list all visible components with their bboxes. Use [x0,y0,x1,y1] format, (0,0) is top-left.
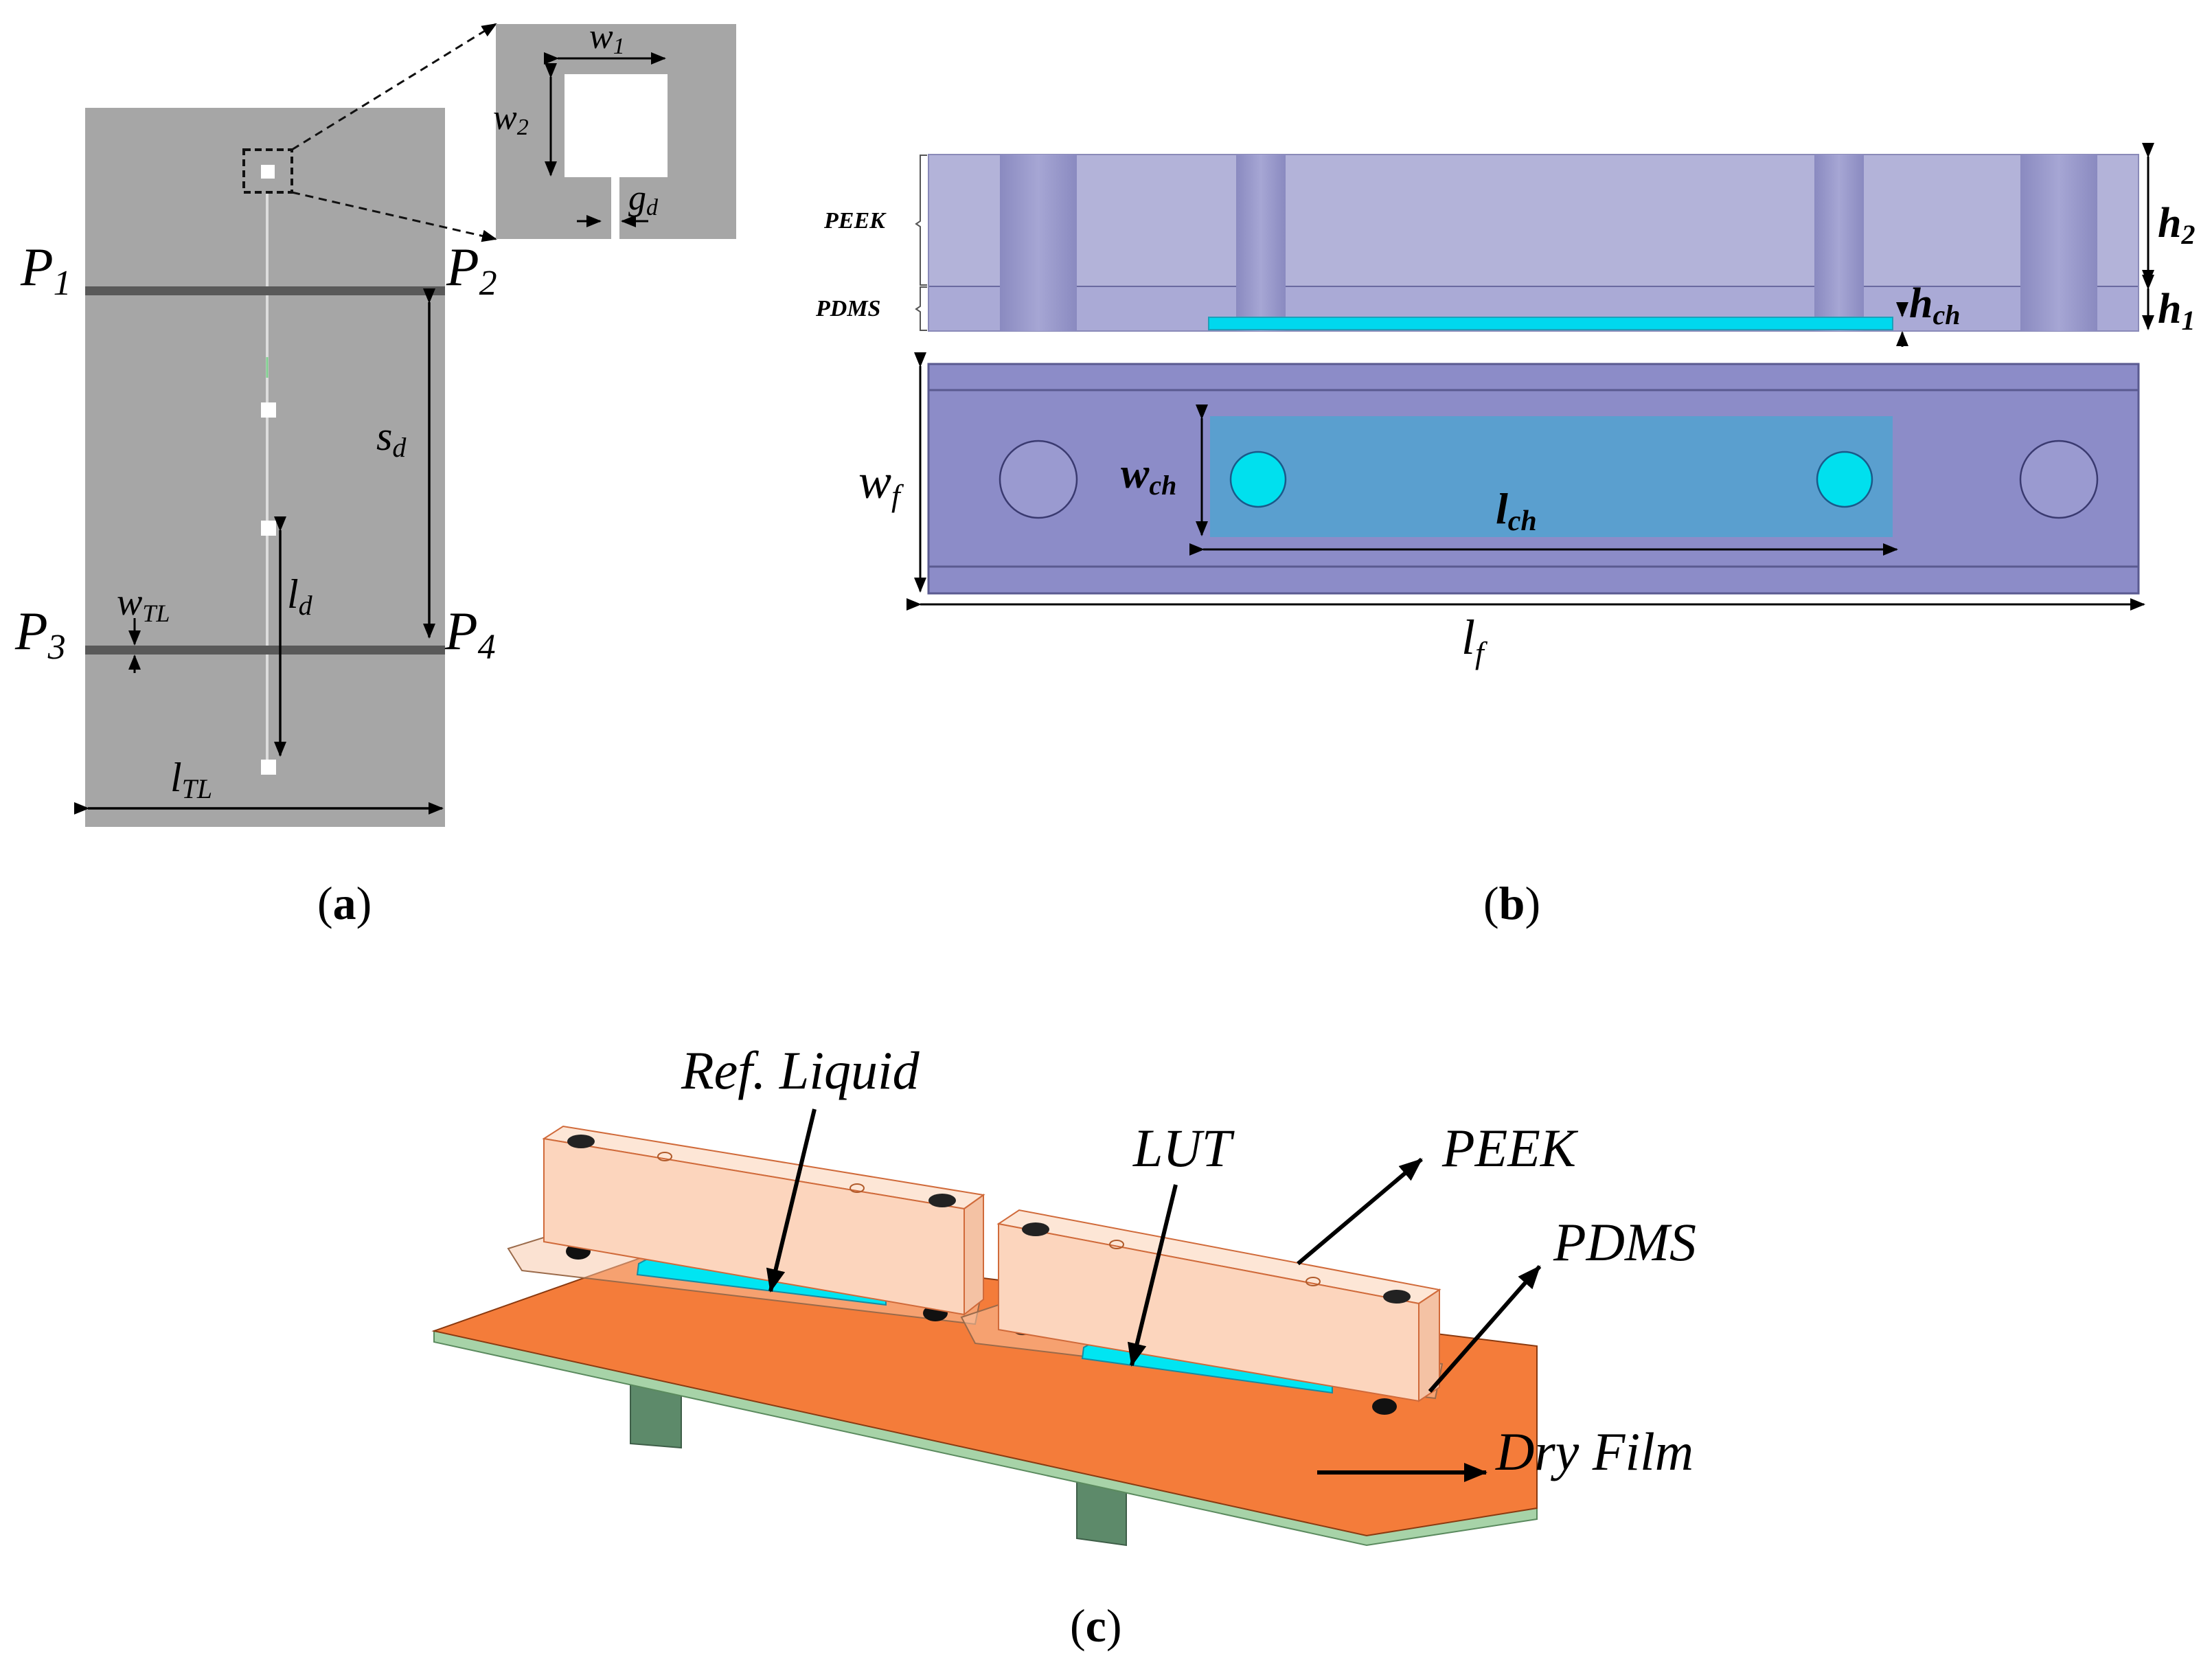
hch-label: hch [1909,280,1960,330]
peek-block-right [996,1209,1441,1402]
inlet-port [1229,451,1287,508]
port-p4-label: P4 [444,601,496,667]
screw-4 [1372,1398,1397,1415]
peek-left-side [964,1194,984,1317]
panel-a: w1 w2 gd P1 P2 P3 P4 sd ld wTL lTL (a) [14,17,736,929]
caption-a: (a) [317,877,372,929]
pad-upper [261,402,276,418]
peek-bracket [915,155,927,286]
gd-label: gd [628,179,659,220]
port-p3-label: P3 [14,601,66,667]
peek-block-left [542,1125,985,1317]
peek-label: PEEK [1441,1118,1579,1178]
inset-ring-fill [565,74,668,177]
peek-layer-side [928,155,2139,286]
lch-label: lch [1496,484,1537,537]
dry-film-label: Dry Film [1495,1422,1694,1481]
screw-hole-left [999,440,1078,519]
peek-left-screw-a [567,1135,595,1148]
ld-label: ld [287,571,313,621]
zoom-guide-bottom [291,191,497,242]
resonator-square [261,165,275,179]
side-hole-4 [2020,155,2097,331]
zoom-guide-top [291,23,497,151]
wch-label: wch [1121,451,1176,501]
transmission-line-top [85,286,445,295]
w2-label: w2 [493,98,529,140]
h2-label: h2 [2158,200,2195,250]
lTL-label: lTL [170,755,212,804]
pdms-label: PDMS [1553,1212,1696,1272]
lf-label: lf [1461,610,1488,670]
port-p2-label: P2 [446,237,497,303]
peek-right-hole-b [1305,1277,1321,1286]
lut-label: LUT [1132,1118,1235,1178]
lut-arrow [1127,1184,1178,1367]
zoom-box [242,148,293,194]
side-hole-2 [1236,155,1286,331]
peek-layer-label: PEEK [823,208,887,234]
ref-liquid-arrow [766,1108,817,1293]
transmission-line-bottom [85,646,445,655]
caption-b: (b) [1483,877,1540,929]
screw-hole-right [2019,440,2099,519]
w1-label: w1 [589,17,625,59]
peek-right-side [1418,1288,1440,1402]
pad-lower [261,760,276,775]
peek-left-hole-a [657,1152,672,1161]
wTL-label: wTL [117,581,170,627]
peek-left-screw-b [928,1194,956,1207]
peek-arrow [1297,1157,1423,1266]
wf-label: wf [858,454,904,513]
peek-right-screw-a [1022,1222,1049,1236]
outlet-port [1816,451,1873,508]
peek-right-hole-a [1109,1240,1124,1249]
channel-side [1208,317,1893,330]
panel-c: Ref. Liquid LUT PEEK PDMS Dry Film (c) [431,1040,1696,1652]
port-p1-label: P1 [20,237,71,303]
inset-gap [603,177,611,239]
channel-top [1210,416,1893,537]
pdms-layer-label: PDMS [815,296,880,321]
resonator-inset: w1 w2 gd [493,17,736,239]
peek-right-screw-b [1383,1290,1411,1304]
side-outline [928,154,2139,332]
side-hole-1 [1000,155,1077,331]
ref-liquid-label: Ref. Liquid [681,1040,920,1100]
substrate-board [85,108,445,827]
panel-b: PEEK PDMS h2 h1 hch wf wch lch lf (b) [815,143,2195,929]
pad-middle [261,521,276,536]
pdms-arrow [1428,1265,1542,1393]
peek-left-hole-b [850,1183,865,1193]
h1-label: h1 [2158,286,2195,336]
caption-c: (c) [1070,1600,1122,1652]
sd-label: sd [376,413,407,463]
side-hole-3 [1814,155,1864,331]
pdms-bracket [915,286,927,331]
